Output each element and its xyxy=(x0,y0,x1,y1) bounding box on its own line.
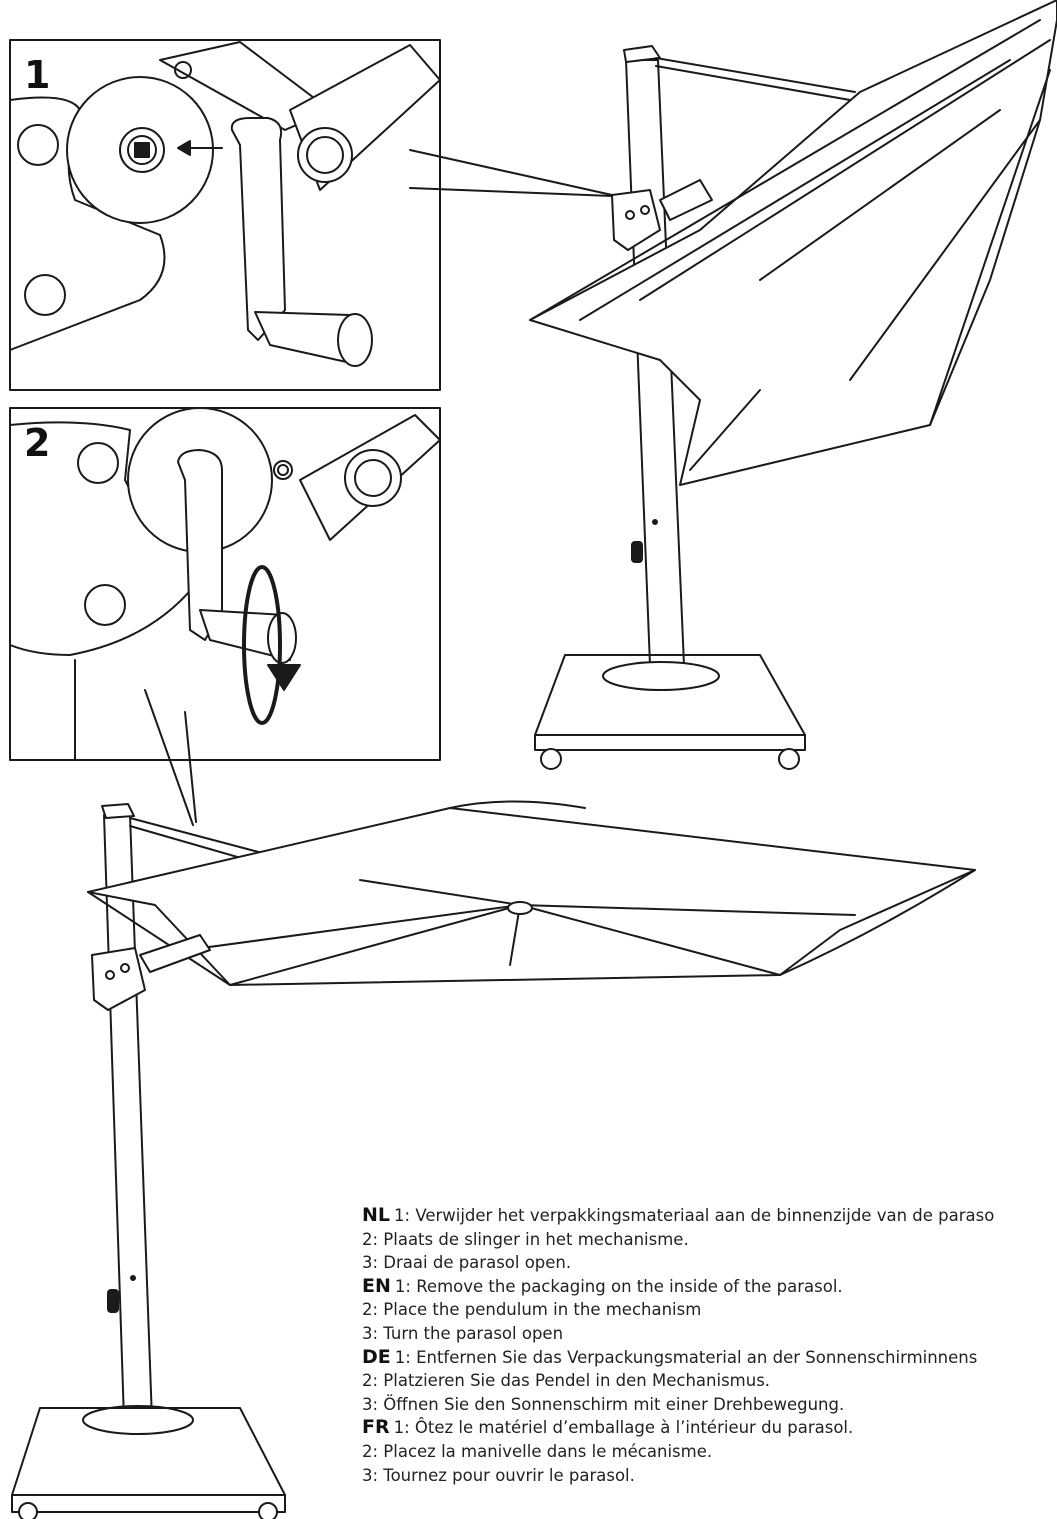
lang-code-de: DE xyxy=(362,1345,391,1368)
panel-2-number: 2 xyxy=(24,421,51,465)
de-step-3: 3: Öffnen Sie den Sonnenschirm mit einer… xyxy=(362,1394,845,1414)
panel-2-detail xyxy=(9,407,441,826)
lang-code-fr: FR xyxy=(362,1416,390,1439)
nl-step-2: 2: Plaats de slinger in het mechanisme. xyxy=(362,1229,689,1249)
open-parasol-drawing xyxy=(11,800,976,1519)
lang-code-nl: NL xyxy=(362,1204,391,1226)
en-step-3: 3: Turn the parasol open xyxy=(362,1323,564,1343)
panel-1-detail xyxy=(9,39,441,391)
en-step-2: 2: Place the pendulum in the mechanism xyxy=(362,1300,702,1320)
fr-step-2: 2: Placez la manivelle dans le mécanisme… xyxy=(362,1441,713,1461)
panel-1-number: 1 xyxy=(24,53,51,97)
nl-step-3: 3: Draai de parasol open. xyxy=(362,1253,572,1273)
de-step-2: 2: Platzieren Sie das Pendel in den Mech… xyxy=(362,1371,771,1391)
lang-code-en: EN xyxy=(362,1274,391,1297)
closed-parasol-drawing xyxy=(529,0,1057,770)
fr-step-3: 3: Tournez pour ouvrir le parasol. xyxy=(362,1465,635,1485)
